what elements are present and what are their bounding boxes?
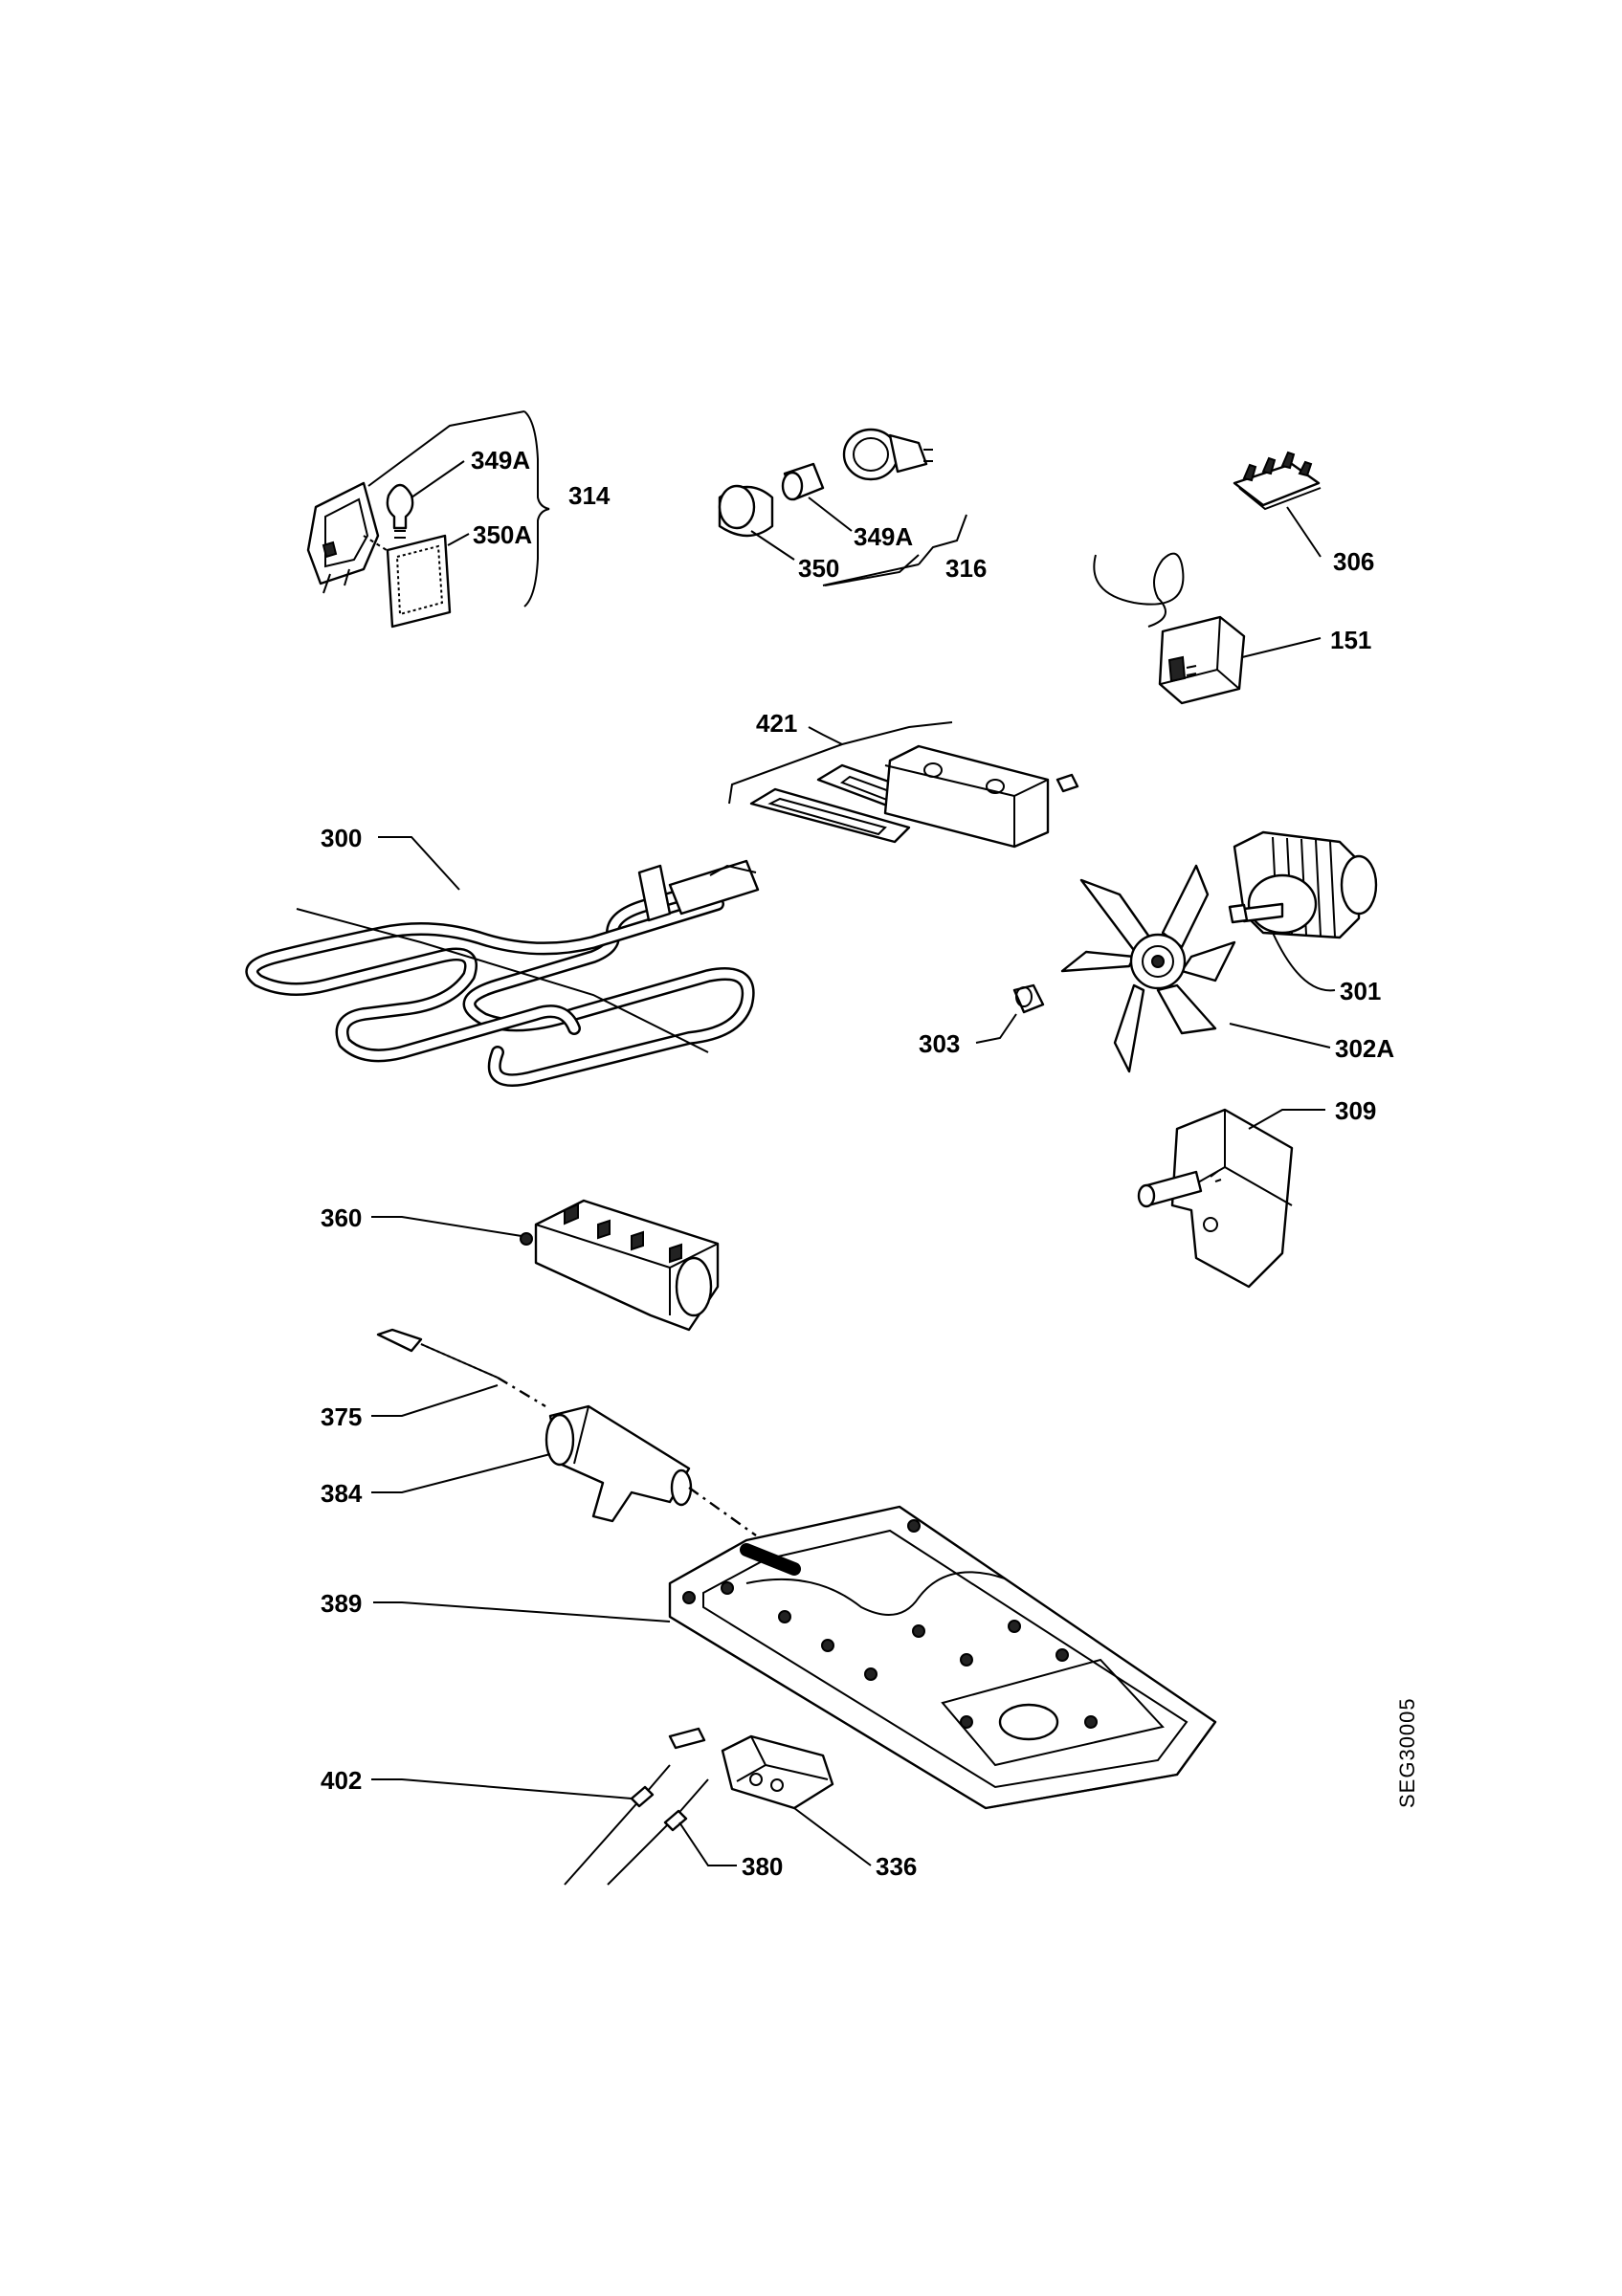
label-349A-lamp: 349A <box>471 446 530 475</box>
leader-151 <box>1241 637 1322 658</box>
part-421-seal-set[interactable] <box>749 744 1079 849</box>
part-349A-lamp-bulb[interactable] <box>386 483 414 539</box>
label-303: 303 <box>919 1029 960 1058</box>
part-350A-lamp-cover[interactable] <box>386 534 452 629</box>
bracket-314 <box>367 410 550 607</box>
leader-336 <box>793 1807 872 1866</box>
part-384-injector-holder[interactable] <box>544 1404 693 1523</box>
leader-309 <box>1248 1109 1325 1130</box>
bracket-316-lower <box>824 554 920 586</box>
leader-302A <box>1229 1023 1331 1049</box>
label-375: 375 <box>321 1402 362 1431</box>
part-389-burner-tray[interactable] <box>668 1505 1217 1810</box>
label-402: 402 <box>321 1766 362 1795</box>
label-306: 306 <box>1333 547 1374 576</box>
label-301: 301 <box>1340 977 1381 1005</box>
leader-301 <box>1272 932 1336 992</box>
part-309-timer-switch[interactable] <box>1137 1108 1294 1289</box>
label-360: 360 <box>321 1203 362 1232</box>
label-309: 309 <box>1335 1096 1376 1125</box>
label-151: 151 <box>1330 626 1371 654</box>
leader-303 <box>975 1013 1017 1044</box>
label-421: 421 <box>756 709 797 738</box>
part-301-fan-motor[interactable] <box>1228 830 1378 939</box>
part-151-thermostat[interactable] <box>1093 552 1246 705</box>
label-336: 336 <box>876 1852 917 1881</box>
leader-350 <box>750 530 795 561</box>
part-402-ignition-electrode[interactable] <box>564 1764 671 1886</box>
part-300-grill-element[interactable] <box>245 859 760 1088</box>
label-350A: 350A <box>473 520 532 549</box>
label-384: 384 <box>321 1479 363 1508</box>
label-389: 389 <box>321 1589 362 1618</box>
bracket-421 <box>728 721 953 805</box>
axis-384-389 <box>688 1487 757 1536</box>
part-336-thermocouple-bracket[interactable] <box>668 1727 834 1810</box>
leader-300 <box>378 836 460 891</box>
part-349A-bulb[interactable] <box>781 462 825 501</box>
leader-375 <box>371 1384 499 1417</box>
label-350: 350 <box>798 554 839 583</box>
part-380-thermocouple[interactable] <box>607 1778 709 1886</box>
leader-306 <box>1286 506 1322 558</box>
leader-384 <box>371 1453 551 1493</box>
leader-380 <box>678 1821 737 1866</box>
part-314-lamp-housing[interactable] <box>306 481 403 594</box>
label-302A: 302A <box>1335 1034 1394 1063</box>
leader-389 <box>373 1601 671 1623</box>
leader-349A-bulb <box>808 497 853 532</box>
part-316-lamp-holder[interactable] <box>842 428 933 481</box>
axis-375-384 <box>497 1376 546 1408</box>
leader-350A <box>447 533 470 546</box>
leader-349A-lamp <box>411 460 465 498</box>
drawing-code: SEG30005 <box>1395 1697 1419 1808</box>
label-300: 300 <box>321 824 362 852</box>
part-306-terminal-block[interactable] <box>1233 451 1322 511</box>
part-360-spark-generator[interactable] <box>520 1199 720 1332</box>
label-316: 316 <box>945 554 987 583</box>
leader-402 <box>371 1778 633 1799</box>
part-303-nut[interactable] <box>1012 983 1045 1014</box>
part-302A-fan-blade[interactable] <box>1060 864 1236 1073</box>
leader-360 <box>371 1216 522 1237</box>
part-375-gas-injector[interactable] <box>376 1328 499 1379</box>
label-380: 380 <box>742 1852 783 1881</box>
part-350-lamp-glass[interactable] <box>718 484 774 538</box>
label-349A-bulb: 349A <box>854 522 913 551</box>
label-314: 314 <box>568 481 611 510</box>
